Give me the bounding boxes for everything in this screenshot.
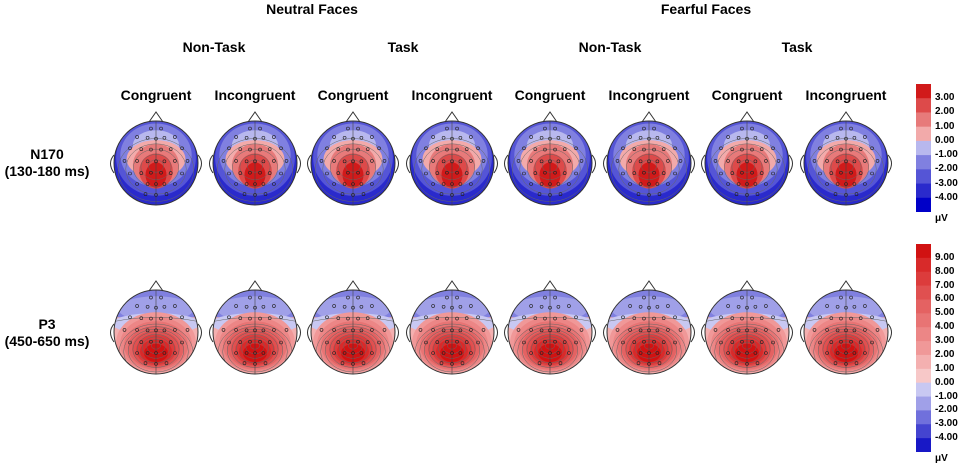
condition-label: Incongruent	[214, 87, 296, 103]
colorbar-tick-label: -1.00	[935, 390, 958, 402]
scalp-map	[603, 280, 695, 375]
row-label-line1: N170	[30, 146, 64, 162]
colorbar-tick-label: -3.00	[935, 418, 958, 430]
condition-label: Incongruent	[608, 87, 690, 103]
group-label-neutral: Neutral Faces	[266, 1, 358, 17]
colorbar-tick-label: 3.00	[935, 92, 955, 104]
scalp-map	[406, 280, 498, 375]
colorbar-unit-label: μV	[935, 213, 948, 224]
colorbar-tick-label: 6.00	[935, 293, 955, 305]
colorbar-tick-label: -4.00	[935, 432, 958, 444]
task-label: Task	[781, 39, 813, 55]
colorbar-tick-label: 5.00	[935, 307, 955, 319]
colorbar-tick-label: 9.00	[935, 251, 955, 263]
scalp-map	[800, 280, 892, 375]
colorbar-tick-label: 2.00	[935, 348, 955, 360]
row-label-line2: (450-650 ms)	[4, 333, 90, 349]
colorbar-gradient	[916, 84, 931, 212]
condition-label: Congruent	[711, 87, 783, 103]
colorbar-gradient	[916, 244, 931, 452]
colorbar-tick-label: 4.00	[935, 321, 955, 333]
condition-label: Incongruent	[805, 87, 887, 103]
colorbar-tick-label: -3.00	[935, 177, 958, 189]
row-label-p3: P3 (450-650 ms)	[2, 316, 92, 350]
scalp-map	[701, 280, 793, 375]
row-label-n170: N170 (130-180 ms)	[2, 146, 92, 180]
scalp-map	[504, 280, 596, 375]
colorbar-tick-label: 0.00	[935, 376, 955, 388]
colorbar-tick-label: 1.00	[935, 362, 955, 374]
colorbar-tick-label: 7.00	[935, 279, 955, 291]
colorbar-tick-label: 8.00	[935, 265, 955, 277]
scalp-map	[603, 111, 695, 206]
task-label: Non-Task	[578, 39, 642, 55]
colorbar-tick-label: 2.00	[935, 106, 955, 118]
scalp-map	[209, 111, 301, 206]
condition-label: Incongruent	[411, 87, 493, 103]
condition-label: Congruent	[120, 87, 192, 103]
scalp-map	[406, 111, 498, 206]
row-label-line1: P3	[38, 316, 56, 332]
task-label: Non-Task	[182, 39, 246, 55]
colorbar-tick-label: -4.00	[935, 191, 958, 203]
scalp-map	[110, 111, 202, 206]
colorbar-tick-label: -2.00	[935, 404, 958, 416]
row-label-line2: (130-180 ms)	[4, 163, 90, 179]
condition-label: Congruent	[514, 87, 586, 103]
scalp-map	[800, 111, 892, 206]
colorbar-tick-label: -1.00	[935, 149, 958, 161]
scalp-map	[307, 280, 399, 375]
task-label: Task	[387, 39, 419, 55]
scalp-map	[504, 111, 596, 206]
colorbar-tick-label: 3.00	[935, 335, 955, 347]
colorbar-tick-label: -2.00	[935, 163, 958, 175]
scalp-map	[110, 280, 202, 375]
colorbar-tick-label: 0.00	[935, 134, 955, 146]
scalp-map	[701, 111, 793, 206]
condition-label: Congruent	[317, 87, 389, 103]
scalp-map	[209, 280, 301, 375]
scalp-map	[307, 111, 399, 206]
colorbar-unit-label: μV	[935, 453, 948, 464]
group-label-fearful: Fearful Faces	[660, 1, 752, 17]
colorbar-tick-label: 1.00	[935, 120, 955, 132]
